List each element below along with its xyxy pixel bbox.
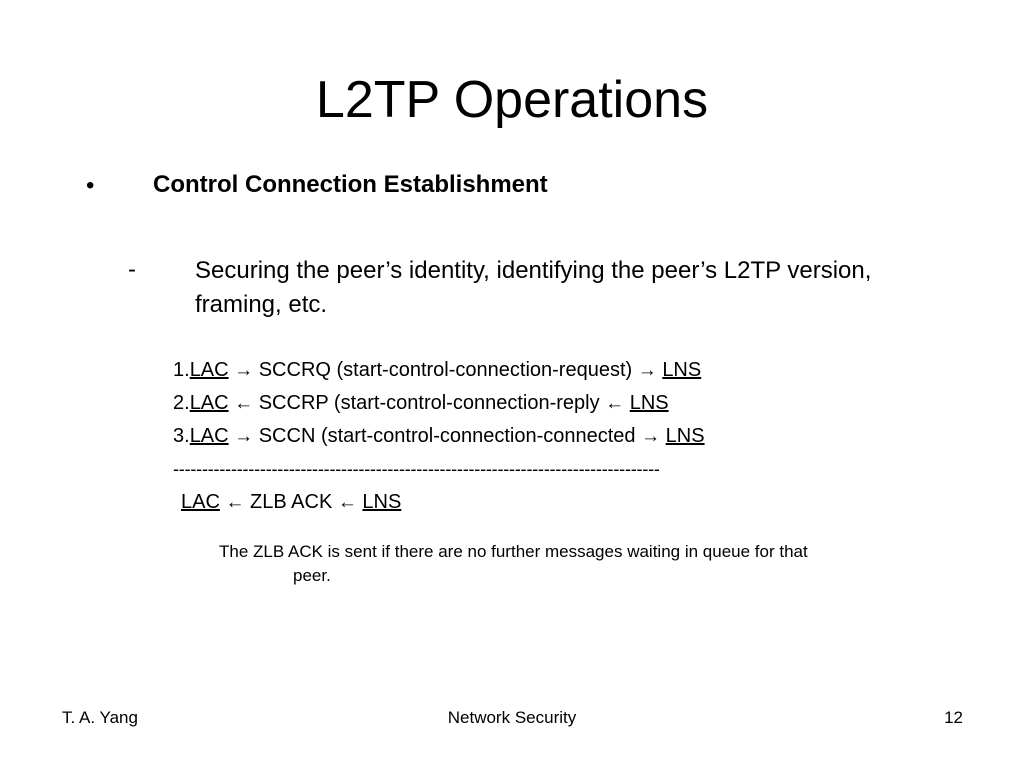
arrow-left-icon: ← — [234, 393, 254, 414]
note-line-2: peer. — [293, 566, 331, 585]
lac-label: LAC — [181, 491, 220, 513]
lns-label: LNS — [629, 392, 669, 414]
arrow-left-icon: ← — [225, 492, 245, 513]
bullet-marker: • — [86, 172, 95, 199]
lns-label: LNS — [665, 425, 705, 447]
lns-label: LNS — [662, 359, 702, 381]
message-text: SCCN (start-control-connection-connected — [258, 425, 636, 447]
step-2: 2.LAC ← SCCRP (start-control-connection-… — [173, 391, 669, 416]
step-1: 1.LAC → SCCRQ (start-control-connection-… — [173, 358, 701, 383]
footer-author: T. A. Yang — [62, 708, 138, 727]
bullet-heading: Control Connection Establishment — [153, 171, 548, 198]
footer-course: Network Security — [447, 708, 577, 727]
sub-bullet-text: Securing the peer’s identity, identifyin… — [195, 257, 872, 318]
step-number: 1. — [173, 359, 190, 381]
arrow-right-icon: → — [637, 360, 657, 381]
sub-bullet-marker: - — [128, 256, 136, 283]
separator-line: ----------------------------------------… — [173, 459, 660, 479]
step-number: 3. — [173, 425, 190, 447]
footer-page-number: 12 — [944, 708, 963, 727]
slide-title: L2TP Operations — [315, 71, 709, 129]
lac-label: LAC — [189, 359, 229, 381]
lac-label: LAC — [189, 392, 229, 414]
arrow-right-icon: → — [641, 426, 661, 447]
step-number: 2. — [173, 392, 190, 414]
arrow-left-icon: ← — [605, 393, 625, 414]
note-line-1: The ZLB ACK is sent if there are no furt… — [219, 542, 808, 561]
step-3: 3.LAC → SCCN (start-control-connection-c… — [173, 424, 705, 449]
arrow-right-icon: → — [234, 426, 254, 447]
arrow-left-icon: ← — [337, 492, 357, 513]
ack-text: ZLB ACK — [250, 491, 333, 513]
message-text: SCCRQ (start-control-connection-request) — [258, 359, 633, 381]
arrow-right-icon: → — [234, 360, 254, 381]
message-text: SCCRP (start-control-connection-reply — [258, 392, 600, 414]
lac-label: LAC — [189, 425, 229, 447]
ack-line: LAC ← ZLB ACK ← LNS — [181, 490, 401, 515]
lns-label: LNS — [362, 491, 402, 513]
